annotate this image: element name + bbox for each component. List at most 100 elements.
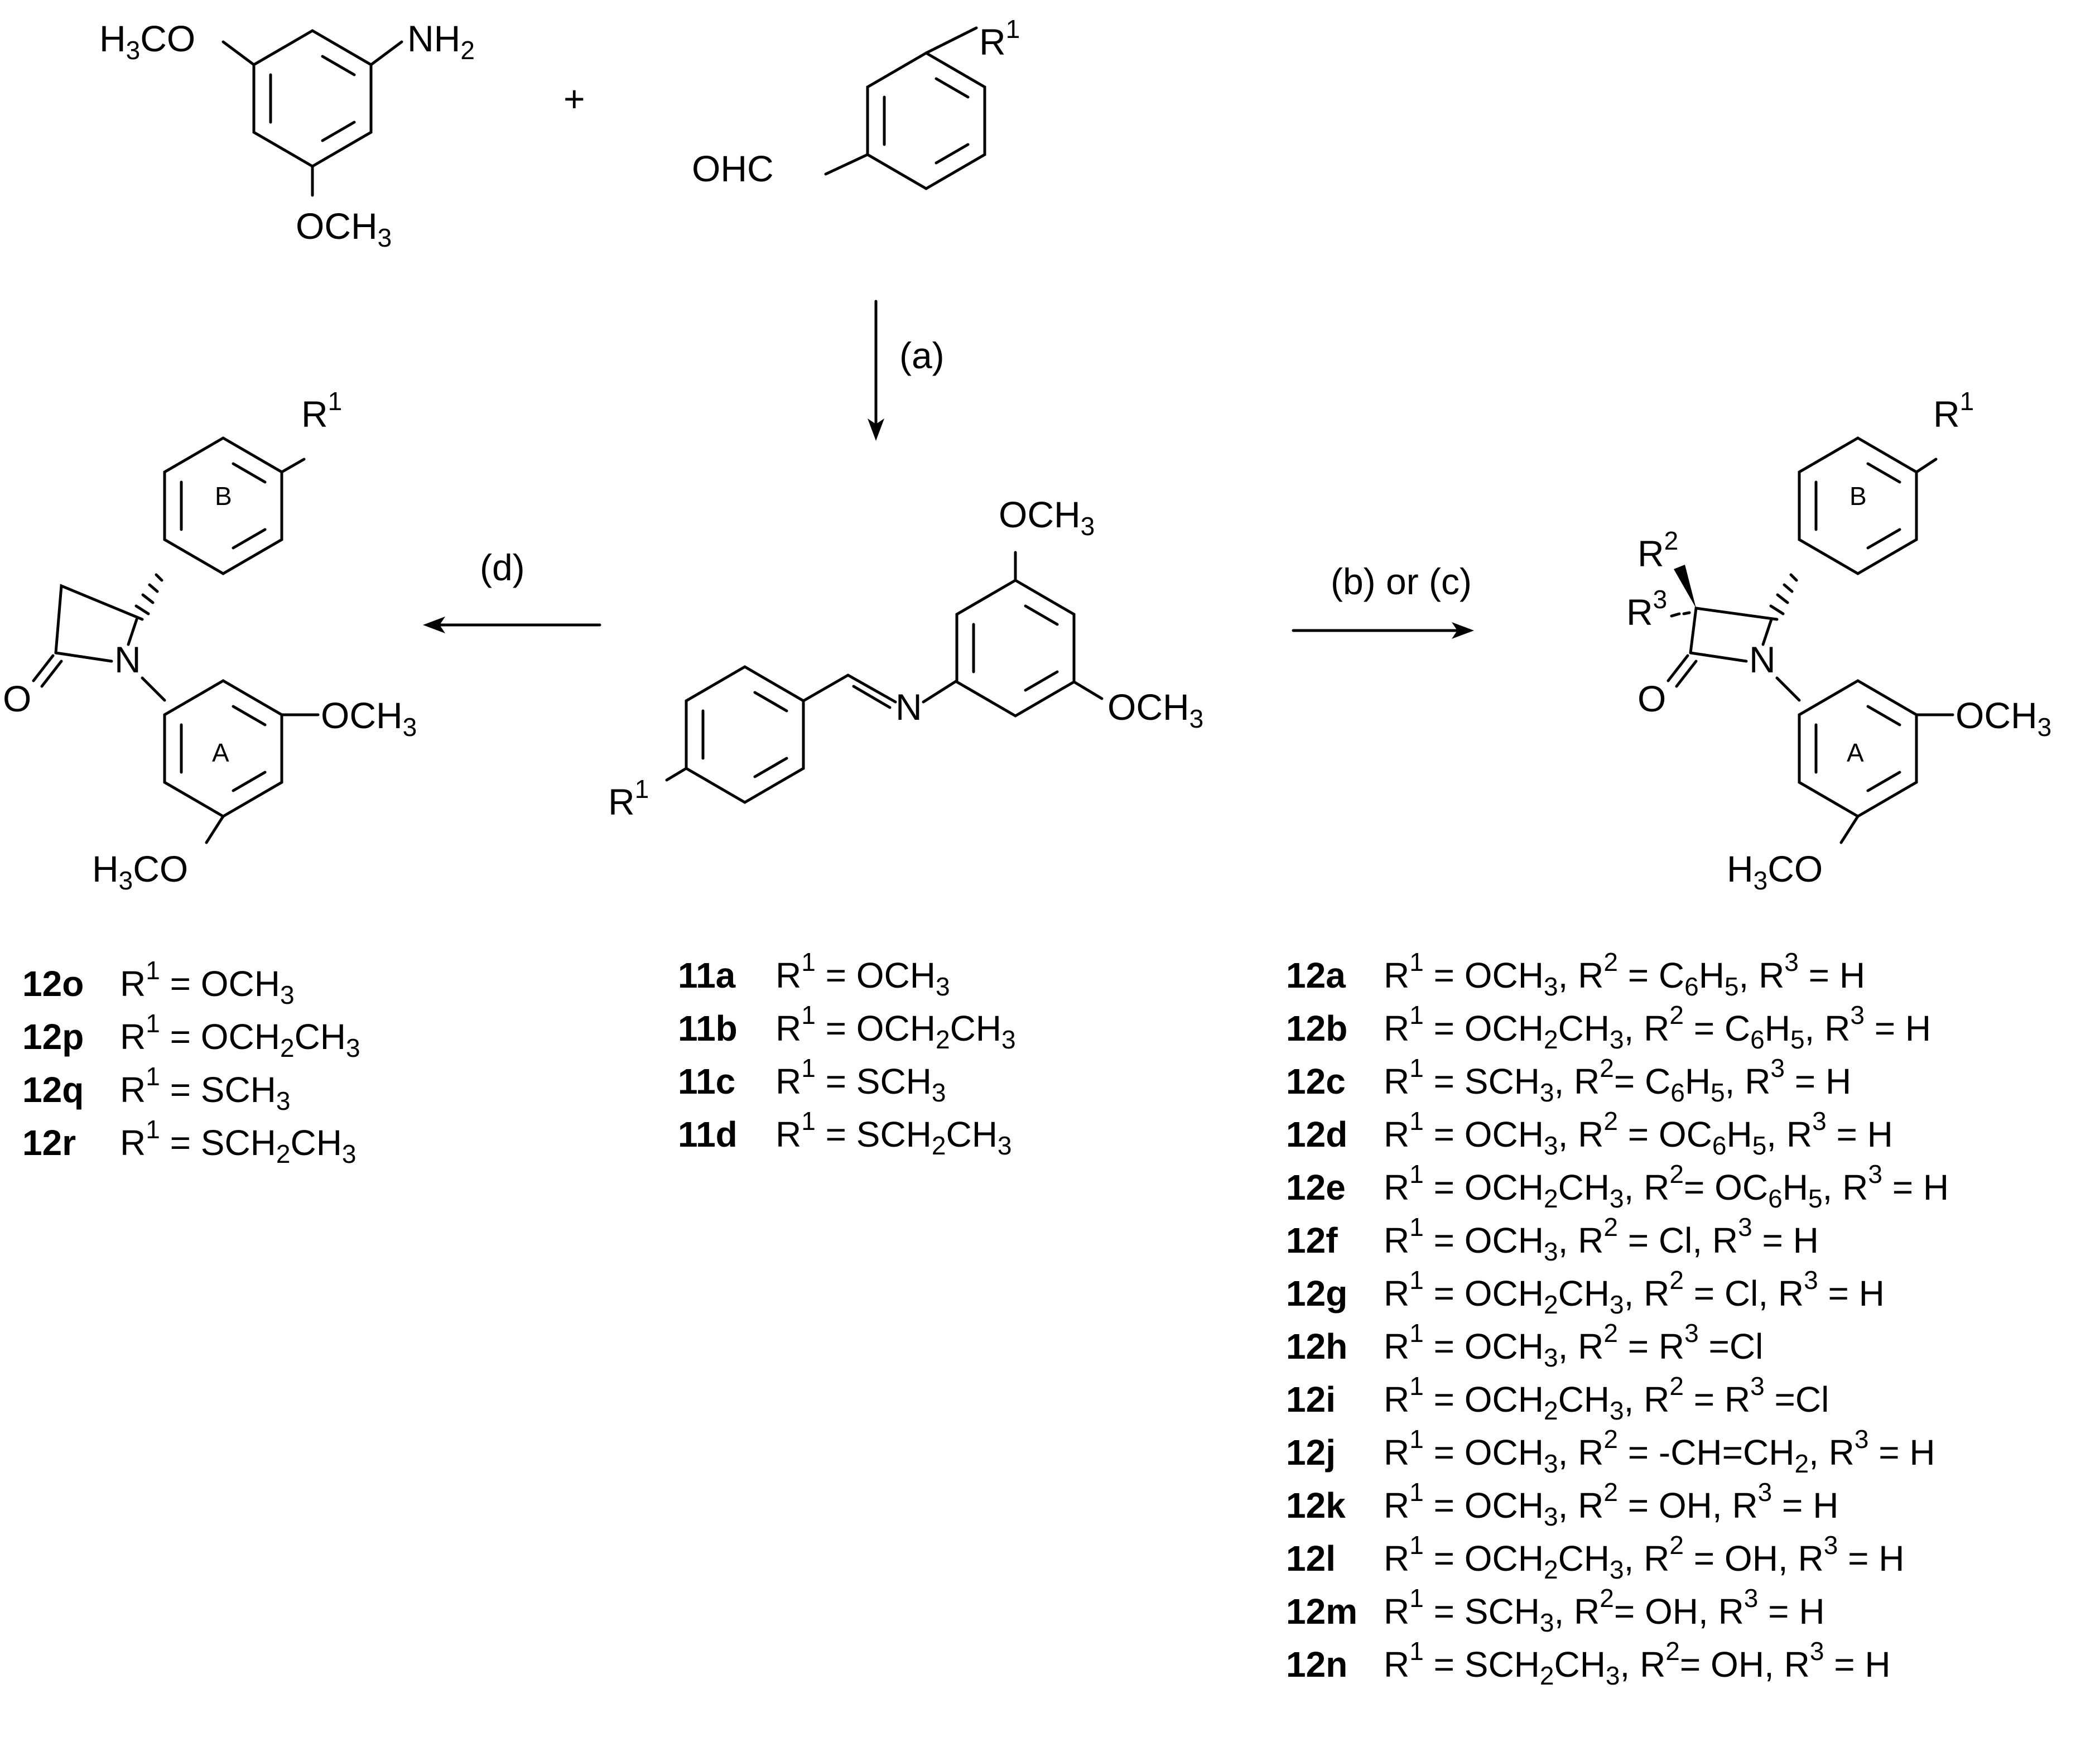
- compound-id-12k: 12k: [1286, 1485, 1346, 1526]
- bond: [205, 815, 225, 844]
- compound-id-12p: 12p: [22, 1017, 84, 1057]
- bond: [665, 767, 688, 782]
- compound-substituents-12c: R1 = SCH3, R2= C6H5, R3 = H: [1384, 1053, 1851, 1107]
- aromatic-double-bond: [935, 143, 970, 165]
- hashed-wedge: [148, 583, 159, 593]
- carbonyl-bond: [1675, 660, 1698, 688]
- solid-wedge: [1674, 565, 1696, 608]
- hashed-wedge: [1682, 611, 1691, 615]
- aromatic-double-bond: [232, 771, 267, 792]
- aromatic-double-bond: [232, 705, 267, 726]
- compound-id-12m: 12m: [1286, 1591, 1357, 1632]
- compound-id-12n: 12n: [1286, 1644, 1347, 1685]
- aromatic-double-bond: [232, 462, 267, 484]
- r1-label: R1: [1933, 387, 1974, 435]
- bond: [1761, 618, 1773, 646]
- r1-label: R1: [301, 387, 342, 435]
- imine-11: R1 N OCH3 OCH3: [608, 494, 1203, 822]
- hashed-wedge: [1776, 593, 1789, 604]
- arrow-head: [868, 418, 884, 441]
- compound-substituents-12b: R1 = OCH2CH3, R2 = C6H5, R3 = H: [1384, 1000, 1931, 1054]
- compound-substituents-12f: R1 = OCH3, R2 = Cl, R3 = H: [1384, 1212, 1819, 1266]
- compound-id-12i: 12i: [1286, 1379, 1336, 1420]
- bond: [1689, 651, 1748, 663]
- compound-id-12g: 12g: [1286, 1273, 1347, 1313]
- aromatic-double-bond: [1024, 604, 1059, 626]
- hashed-wedge: [155, 573, 163, 582]
- compound-id-12a: 12a: [1286, 955, 1346, 995]
- h3co-label: H3CO: [92, 848, 188, 895]
- compound-substituents-12j: R1 = OCH3, R2 = -CH=CH2, R3 = H: [1384, 1425, 1935, 1478]
- bond: [1915, 458, 1938, 474]
- bond: [1775, 676, 1801, 702]
- compound-substituents-12h: R1 = OCH3, R2 = R3 =Cl: [1384, 1319, 1763, 1372]
- imine-double-bond: [852, 685, 892, 709]
- bond: [54, 651, 113, 663]
- compound-id-12j: 12j: [1286, 1432, 1336, 1473]
- hashed-wedge: [134, 604, 150, 615]
- compound-list-12a-12n: 12a R1 = OCH3, R2 = C6H5, R3 = H 12b R1 = O…: [1286, 947, 1949, 1690]
- aromatic-double-bond: [1024, 670, 1059, 692]
- n-label: N: [1749, 639, 1776, 680]
- carbonyl-bond: [1666, 654, 1689, 682]
- r2-label: R2: [1637, 526, 1678, 574]
- compound-substituents-12e: R1 = OCH2CH3, R2= OC6H5, R3 = H: [1384, 1159, 1949, 1213]
- aromatic-double-bond: [321, 121, 356, 142]
- compound-substituents-12a: R1 = OCH3, R2 = C6H5, R3 = H: [1384, 947, 1865, 1001]
- nh2-label: NH2: [407, 18, 475, 65]
- bond: [141, 676, 166, 702]
- bond: [924, 26, 978, 55]
- bond: [922, 679, 959, 704]
- aromatic-double-bond: [753, 691, 788, 713]
- bond: [802, 673, 850, 703]
- bond: [1072, 680, 1104, 700]
- product-left-azetidinone: B R1 N O A OCH3 H3CO: [3, 387, 417, 895]
- compound-id-11c: 11c: [678, 1061, 735, 1101]
- r3-label: R3: [1626, 585, 1667, 633]
- bond: [824, 153, 869, 176]
- hashed-wedge: [1769, 604, 1785, 615]
- aromatic-double-bond: [1866, 771, 1901, 792]
- plus-sign: +: [563, 78, 585, 119]
- beta-lactam-bonds: [54, 584, 144, 655]
- aromatic-double-bond: [1866, 705, 1901, 726]
- compound-substituents-12i: R1 = OCH2CH3, R2 = R3 =Cl: [1384, 1372, 1829, 1425]
- carbonyl-bond: [32, 654, 55, 682]
- compound-substituents-12g: R1 = OCH2CH3, R2 = Cl, R3 = H: [1384, 1266, 1885, 1319]
- och3-label: OCH3: [321, 695, 417, 742]
- hashed-wedge: [1789, 573, 1798, 582]
- ring-b-label: B: [215, 482, 232, 511]
- arrow-head: [423, 617, 445, 633]
- compound-substituents-12d: R1 = OCH3, R2 = OC6H5, R3 = H: [1384, 1106, 1893, 1160]
- o-label: O: [3, 678, 31, 719]
- compound-substituents-11a: R1 = OCH3: [776, 947, 950, 1001]
- arrow-head: [1452, 622, 1474, 639]
- benzene-ring: [955, 579, 1076, 718]
- carbonyl-bond: [40, 660, 63, 688]
- compound-substituents-11c: R1 = SCH3: [776, 1053, 946, 1107]
- compound-id-11a: 11a: [678, 955, 736, 995]
- step-bc-label: (b) or (c): [1331, 561, 1472, 602]
- compound-substituents-12r: R1 = SCH2CH3: [120, 1115, 357, 1168]
- imine-double-bond: [846, 673, 897, 704]
- reactant-benzaldehyde: R1 OHC: [692, 15, 1020, 190]
- arrow-step-bc: (b) or (c): [1292, 561, 1474, 639]
- compound-id-11d: 11d: [678, 1114, 738, 1154]
- och3-label: OCH3: [1955, 695, 2051, 742]
- r1-label: R1: [608, 774, 649, 822]
- ring-a-label: A: [212, 738, 229, 767]
- compound-id-12b: 12b: [1286, 1008, 1347, 1048]
- compound-substituents-12p: R1 = OCH2CH3: [120, 1009, 360, 1062]
- step-d-label: (d): [480, 547, 525, 588]
- bond: [369, 40, 403, 66]
- aromatic-double-bond: [1866, 528, 1901, 550]
- hashed-wedge: [1783, 583, 1794, 593]
- bond: [280, 458, 306, 474]
- compound-id-12q: 12q: [22, 1070, 84, 1110]
- compound-substituents-12q: R1 = SCH3: [120, 1062, 290, 1115]
- hashed-wedge: [1670, 612, 1681, 618]
- compound-id-12r: 12r: [22, 1123, 76, 1163]
- n-label: N: [895, 686, 922, 728]
